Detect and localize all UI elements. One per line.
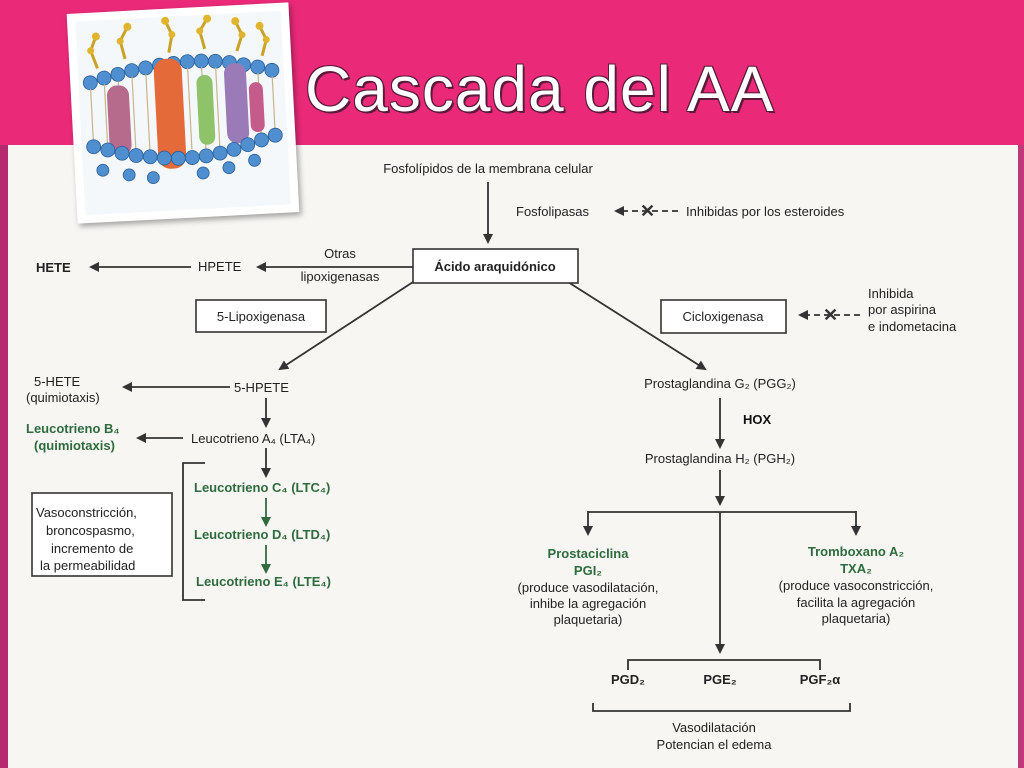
label-pgg2: Prostaglandina G₂ (PGG₂)	[644, 376, 796, 391]
label-acido: Ácido araquidónico	[434, 259, 555, 274]
label-vaso-3: incremento de	[51, 541, 133, 556]
label-tromb-1: Tromboxano A₂	[808, 544, 905, 559]
label-efecto-1: Vasodilatación	[672, 720, 756, 735]
pg-bottom-bracket	[592, 703, 851, 712]
label-prost-2: PGI₂	[574, 563, 602, 578]
label-inhibida-2: por aspirina	[868, 302, 937, 317]
diagram-panel: ✕ ✕ Fosfolípidos de la membrana celular …	[8, 145, 1018, 768]
inhibit-x-esteroides: ✕	[640, 201, 655, 221]
inhibit-x-aspirina: ✕	[823, 305, 838, 325]
label-pgf2: PGF₂α	[800, 672, 841, 687]
label-5-lipoxigenasa: 5-Lipoxigenasa	[217, 309, 306, 324]
label-otras-1: Otras	[324, 246, 356, 261]
label-tromb-4: facilita la agregación	[797, 595, 916, 610]
label-efecto-2: Potencian el edema	[657, 737, 773, 752]
label-tromb-2: TXA₂	[840, 561, 872, 576]
label-tromb-3: (produce vasoconstricción,	[779, 578, 934, 593]
cascade-diagram: ✕ ✕ Fosfolípidos de la membrana celular …	[26, 161, 957, 752]
box-5-lipoxigenasa	[195, 299, 327, 333]
label-otras-2: lipoxigenasas	[301, 269, 380, 284]
label-cicloxigenasa: Cicloxigenasa	[683, 309, 765, 324]
label-inhibida-3: e indometacina	[868, 319, 957, 334]
left-accent-band	[0, 145, 8, 768]
right-accent-band	[1018, 145, 1024, 768]
label-fosfolipasas: Fosfolipasas	[516, 204, 589, 219]
label-ltd4: Leucotrieno D₄ (LTD₄)	[194, 527, 330, 542]
label-pge2: PGE₂	[703, 672, 736, 687]
label-ltb4-1: Leucotrieno B₄	[26, 421, 120, 436]
label-fosfolipidos: Fosfolípidos de la membrana celular	[383, 161, 593, 176]
label-5-hete-1: 5-HETE	[34, 374, 81, 389]
label-prost-4: inhibe la agregación	[530, 596, 646, 611]
label-ltc4: Leucotrieno C₄ (LTC₄)	[194, 480, 330, 495]
box-cicloxigenasa	[660, 299, 787, 334]
membrane-illustration	[75, 10, 291, 216]
label-esteroides: Inhibidas por los esteroides	[686, 204, 845, 219]
slide-title: Cascada del AA	[305, 53, 775, 125]
label-vaso-2: broncospasmo,	[46, 523, 135, 538]
label-prost-5: plaquetaria)	[554, 612, 623, 627]
label-prost-1: Prostaciclina	[548, 546, 630, 561]
label-hpete: HPETE	[198, 259, 242, 274]
box-vasoconstriccion	[31, 492, 173, 577]
label-ltb4-2: (quimiotaxis)	[34, 438, 115, 453]
label-lta4: Leucotrieno A₄ (LTA₄)	[191, 431, 315, 446]
arrow-acido-5hpete	[278, 281, 414, 371]
label-5-hete-2: (quimiotaxis)	[26, 390, 100, 405]
leukotriene-bracket	[182, 462, 205, 601]
label-pgd2: PGD₂	[611, 672, 645, 687]
label-5-hpete: 5-HPETE	[234, 380, 289, 395]
label-hete: HETE	[36, 260, 71, 275]
label-vaso-4: la permeabilidad	[40, 558, 135, 573]
arrow-acido-pgg2	[567, 281, 707, 371]
label-prost-3: (produce vasodilatación,	[518, 580, 659, 595]
cell-membrane-image	[66, 2, 300, 224]
label-pgh2: Prostaglandina H₂ (PGH₂)	[645, 451, 795, 466]
label-lte4: Leucotrieno E₄ (LTE₄)	[196, 574, 331, 589]
label-hox: HOX	[743, 412, 772, 427]
pg-top-bracket	[627, 659, 821, 670]
label-inhibida-1: Inhibida	[868, 286, 914, 301]
label-vaso-1: Vasoconstricción,	[36, 505, 137, 520]
box-acido	[412, 248, 579, 284]
label-tromb-5: plaquetaria)	[822, 611, 891, 626]
